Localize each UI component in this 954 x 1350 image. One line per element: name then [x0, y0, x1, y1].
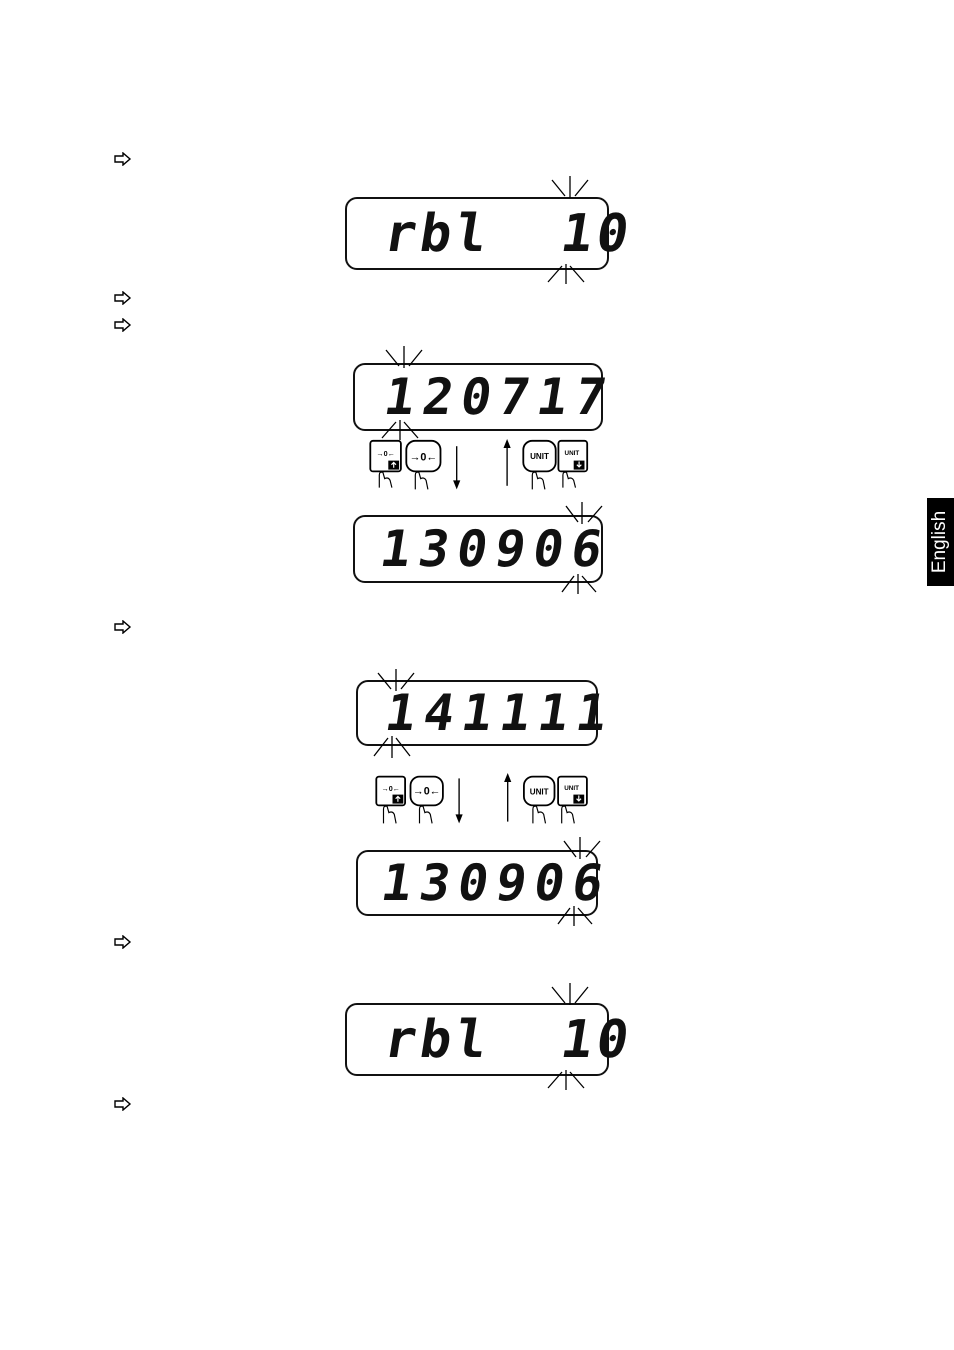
blink-rays-icon: [557, 906, 593, 926]
blink-rays-icon: [377, 669, 415, 691]
zero-up-key[interactable]: →0←: [369, 439, 402, 473]
svg-text:UNIT: UNIT: [565, 450, 580, 457]
lcd-display-text: 120717: [380, 368, 619, 426]
unit-down-key[interactable]: UNIT: [557, 775, 588, 807]
blink-rays-icon: [385, 346, 423, 368]
unit-key[interactable]: UNIT: [522, 439, 557, 473]
lcd-display-text: rbl 10: [380, 203, 637, 264]
language-tab-label: English: [929, 510, 951, 574]
blink-rays-icon: [551, 176, 589, 198]
bullet-arrow-icon: [114, 935, 132, 949]
bullet-arrow-icon: [114, 152, 132, 166]
bullet-arrow-icon: [114, 318, 132, 332]
finger-icon: [561, 805, 575, 824]
zero-key[interactable]: →0←: [409, 775, 444, 807]
blink-rays-icon: [381, 420, 419, 440]
svg-text:UNIT: UNIT: [564, 785, 579, 792]
finger-icon: [414, 471, 429, 490]
svg-text:UNIT: UNIT: [530, 788, 549, 797]
blink-rays-icon: [547, 1070, 585, 1090]
lcd-display-5: 130906: [356, 850, 615, 916]
arrow-up-icon: [503, 439, 511, 486]
language-tab: English: [927, 498, 954, 586]
key-row: →0← →0← UNIT UNIT: [375, 773, 588, 824]
blink-rays-icon: [547, 264, 585, 284]
lcd-display-text: 130906: [376, 520, 615, 578]
bullet-arrow-icon: [114, 620, 132, 634]
blink-rays-icon: [551, 983, 589, 1005]
lcd-display-text: 130906: [377, 854, 616, 912]
unit-down-key[interactable]: UNIT: [557, 439, 589, 473]
blink-rays-icon: [563, 837, 601, 859]
lcd-display-text: rbl 10: [380, 1009, 637, 1070]
finger-icon: [382, 805, 397, 824]
zero-key[interactable]: →0←: [405, 439, 442, 473]
lcd-display-2: 120717: [353, 363, 618, 431]
finger-icon: [418, 805, 433, 824]
lcd-display-6: rbl 10: [345, 1003, 637, 1076]
lcd-display-1: rbl 10: [345, 197, 637, 270]
key-row: →0← →0← UNIT UNIT: [369, 439, 589, 490]
lcd-display-3: 130906: [353, 515, 614, 583]
finger-icon: [531, 471, 546, 490]
zero-up-key[interactable]: →0←: [375, 775, 406, 807]
svg-text:→0←: →0←: [382, 784, 400, 793]
bullet-arrow-icon: [114, 291, 132, 305]
svg-text:→0←: →0←: [413, 786, 441, 798]
svg-text:UNIT: UNIT: [530, 452, 549, 461]
unit-key[interactable]: UNIT: [523, 775, 556, 807]
lcd-display-text: 141111: [381, 684, 620, 742]
blink-rays-icon: [561, 574, 597, 594]
blink-rays-icon: [565, 502, 603, 524]
arrow-down-icon: [453, 446, 461, 490]
blink-rays-icon: [373, 736, 411, 758]
bullet-arrow-icon: [114, 1097, 132, 1111]
arrow-up-icon: [504, 773, 512, 822]
svg-text:→0←: →0←: [410, 452, 438, 464]
arrow-down-icon: [455, 778, 463, 824]
finger-icon: [532, 805, 547, 824]
finger-icon: [378, 471, 393, 488]
svg-text:→0←: →0←: [376, 449, 394, 458]
finger-icon: [562, 471, 577, 488]
